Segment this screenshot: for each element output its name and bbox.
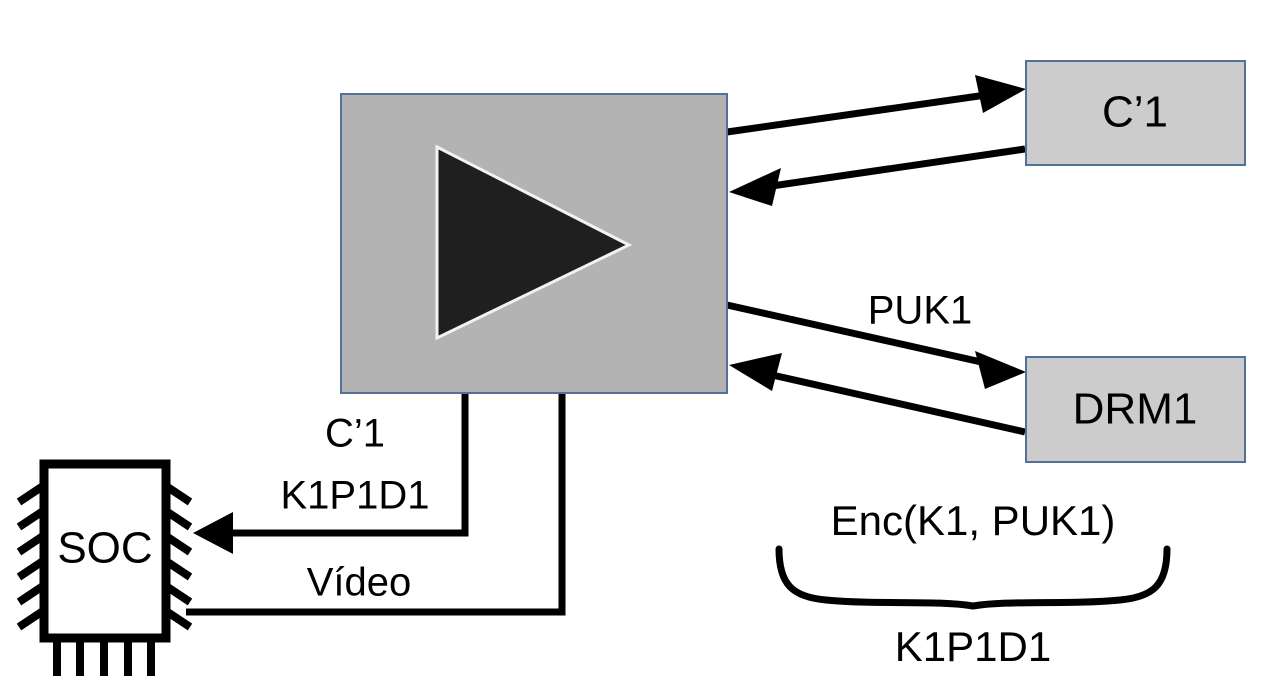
edge-drm-to-player	[729, 353, 1026, 436]
soc-bottom-pins	[53, 638, 155, 676]
edge-label-soc-key-line2: K1P1D1	[281, 474, 430, 518]
arrowhead-to-drm	[975, 351, 1026, 389]
soc-body[interactable]	[39, 459, 171, 643]
annotation-bottom-label: K1P1D1	[895, 623, 1051, 670]
edge-player-to-drm	[726, 301, 1026, 389]
edge-player-to-soc-key	[193, 392, 469, 554]
play-triangle-icon[interactable]	[435, 144, 633, 341]
arrowhead-to-player-bottom	[729, 353, 782, 391]
drm-box[interactable]	[1025, 356, 1246, 463]
annotation-top-label: Enc(K1, PUK1)	[831, 497, 1116, 544]
arrowhead-to-client	[975, 75, 1026, 113]
annotation-brace-group: Enc(K1, PUK1) K1P1D1	[775, 497, 1171, 670]
client-box[interactable]	[1025, 60, 1246, 166]
node-player[interactable]	[340, 93, 728, 394]
curly-brace-icon	[775, 545, 1171, 610]
arrowhead-to-player-top	[729, 168, 781, 206]
drm-label: DRM1	[1073, 385, 1198, 434]
edge-label-puk1: PUK1	[868, 289, 973, 333]
node-client[interactable]: C’1	[1025, 60, 1246, 166]
node-soc[interactable]: SOC	[16, 459, 193, 676]
arrowhead-to-soc-key	[193, 512, 233, 554]
edge-label-video: Vídeo	[307, 561, 412, 605]
edge-label-soc-key-line1: C’1	[325, 412, 385, 456]
edge-player-to-client	[726, 75, 1026, 136]
soc-label: SOC	[57, 524, 152, 573]
node-drm[interactable]: DRM1	[1025, 356, 1246, 463]
soc-left-pins	[16, 482, 46, 631]
client-label: C’1	[1102, 88, 1168, 137]
edge-player-to-soc-video	[186, 392, 566, 616]
edge-client-to-player	[729, 145, 1026, 206]
